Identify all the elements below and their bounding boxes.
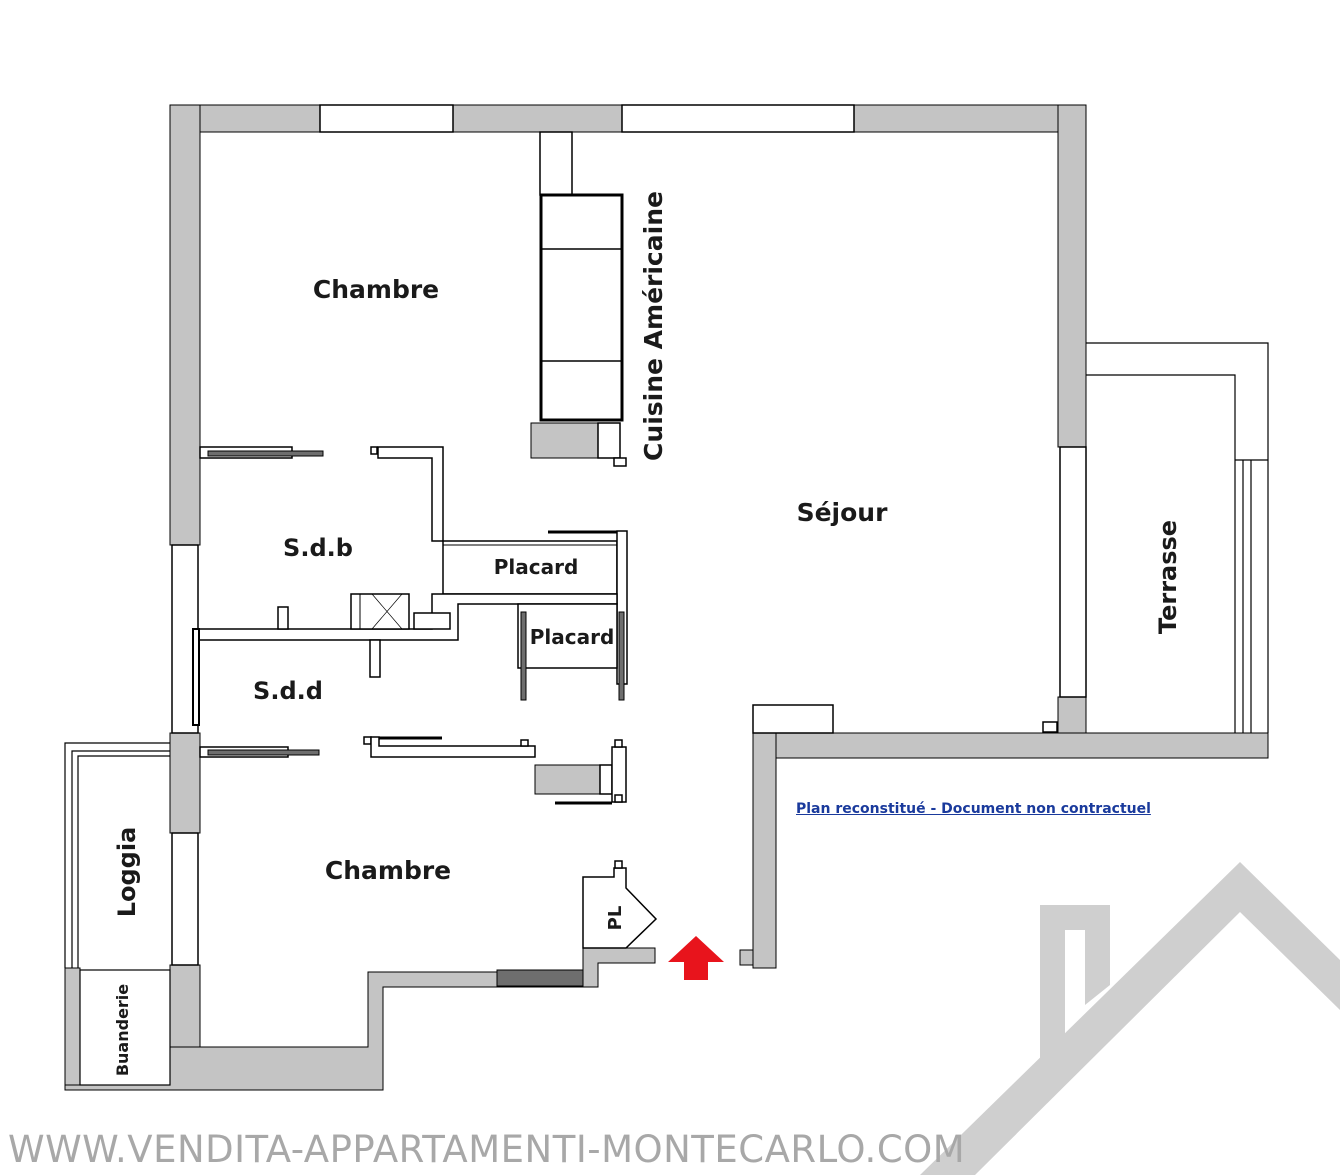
partitions	[192, 446, 1058, 949]
room-label-sdb: S.d.b	[283, 534, 353, 562]
room-label-placard-1: Placard	[494, 555, 579, 579]
room-label-chambre-bottom: Chambre	[325, 856, 451, 885]
room-label-terrasse: Terrasse	[1154, 520, 1182, 634]
roof-logo-watermark	[920, 862, 1340, 1175]
room-label-sejour: Séjour	[797, 498, 889, 527]
room-label-buanderie: Buanderie	[113, 984, 132, 1076]
terrace-outline	[1086, 342, 1269, 733]
room-label-cuisine: Cuisine Américaine	[639, 191, 668, 461]
room-label-chambre-top: Chambre	[313, 275, 439, 304]
kitchen-counter	[530, 131, 627, 467]
room-label-loggia: Loggia	[113, 827, 141, 918]
entry-arrow-icon	[668, 936, 724, 980]
disclaimer-link[interactable]: Plan reconstitué - Document non contract…	[796, 801, 1151, 817]
room-label-sdd: S.d.d	[253, 677, 323, 705]
room-label-pl: PL	[605, 906, 626, 931]
room-label-placard-2: Placard	[530, 625, 615, 649]
website-watermark: WWW.VENDITA-APPARTAMENTI-MONTECARLO.COM	[8, 1128, 966, 1171]
loggia-outline	[64, 742, 171, 1086]
